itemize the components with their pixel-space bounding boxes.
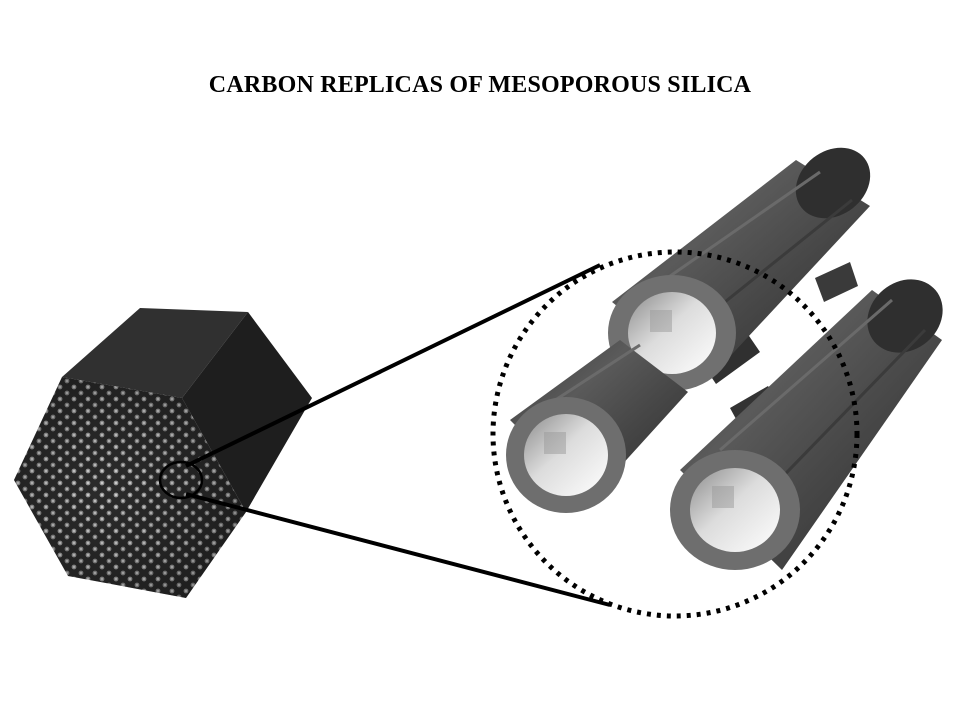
zoom-line-lower [185,492,611,607]
carbon-tube-right [670,279,943,570]
slide-title: CARBON REPLICAS OF MESOPOROUS SILICA [208,72,752,98]
hexagonal-particle [14,308,312,598]
zoom-line-upper [185,263,601,468]
carbon-tube-left [506,340,688,513]
magnifier-circle [490,249,860,619]
particle-top-face [62,308,248,398]
carbon-tube-top [608,147,871,391]
magnified-spot [158,460,204,500]
particle-side-face [182,312,312,512]
